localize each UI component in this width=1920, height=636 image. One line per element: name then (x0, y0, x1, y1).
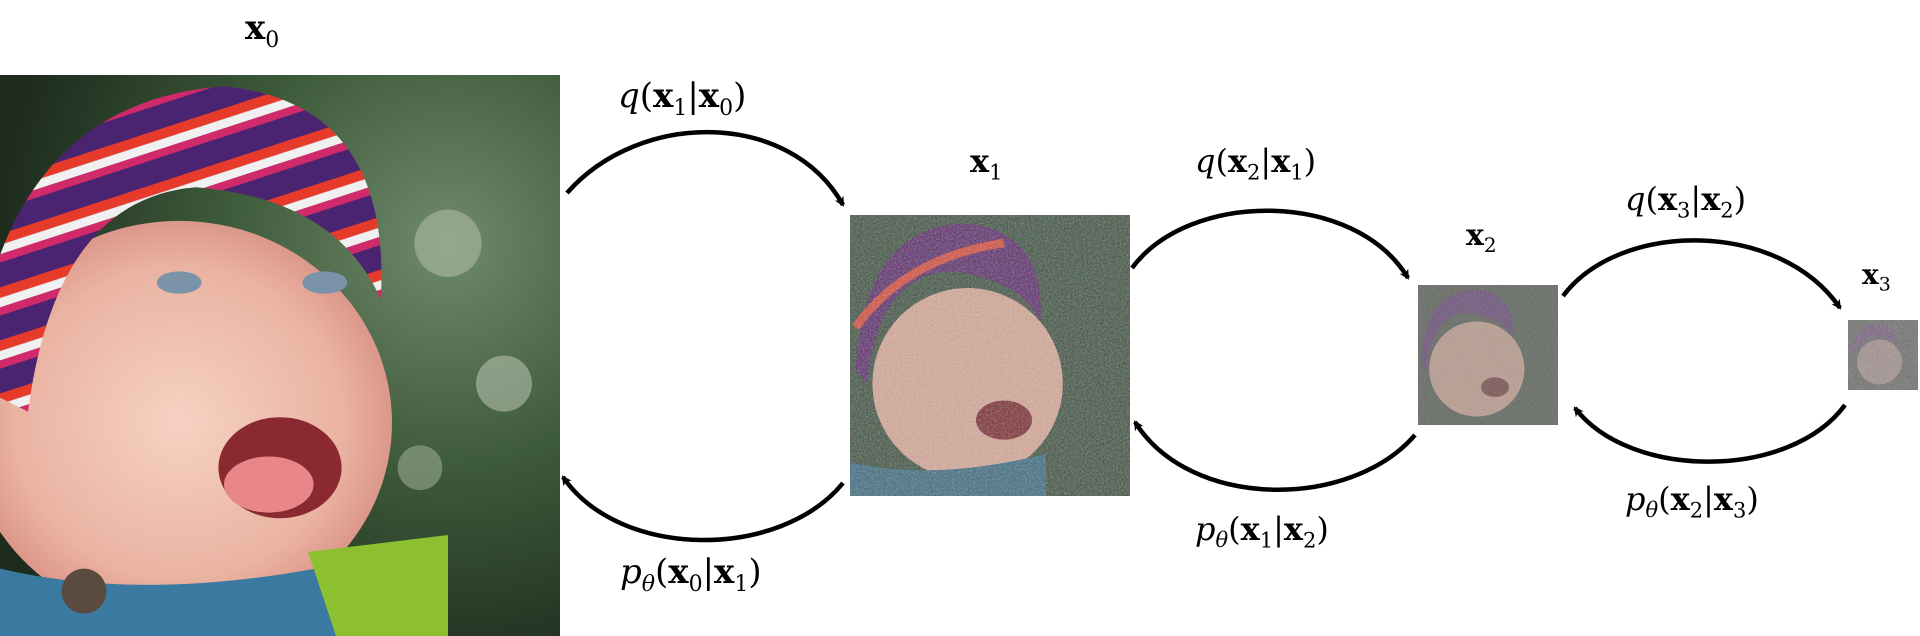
forward-label-q-x3-x2: q(x3|x2) (1625, 180, 1747, 223)
node-label-x2: x2 (1466, 218, 1497, 257)
reverse-label-p-x1-x2: pθ(x1|x2) (1195, 510, 1329, 553)
image-x1 (850, 215, 1130, 496)
reverse-arrow-p-x1-x2 (1133, 420, 1417, 492)
reverse-label-p-x0-x1: pθ(x0|x1) (620, 552, 762, 597)
forward-arrow-q-x2-x1 (1130, 208, 1410, 280)
image-x3 (1848, 320, 1918, 390)
node-label-x0: x0 (245, 8, 280, 53)
node-label-x1: x1 (970, 142, 1003, 185)
baby-photo-noisy-1 (850, 215, 1130, 496)
image-x0 (0, 75, 560, 636)
baby-photo-clean (0, 75, 560, 636)
reverse-label-p-x2-x3: pθ(x2|x3) (1625, 480, 1759, 523)
image-x2 (1418, 285, 1558, 425)
baby-photo-noisy-3 (1848, 320, 1918, 390)
forward-label-q-x1-x0: q(x1|x0) (618, 76, 747, 121)
node-label-x3: x3 (1862, 258, 1891, 296)
forward-arrow-q-x3-x2 (1561, 238, 1842, 310)
baby-photo-noisy-2 (1418, 285, 1558, 425)
reverse-arrow-p-x2-x3 (1573, 403, 1847, 464)
forward-label-q-x2-x1: q(x2|x1) (1195, 142, 1317, 185)
reverse-arrow-p-x0-x1 (561, 475, 845, 543)
forward-arrow-q-x1-x0 (565, 130, 845, 207)
